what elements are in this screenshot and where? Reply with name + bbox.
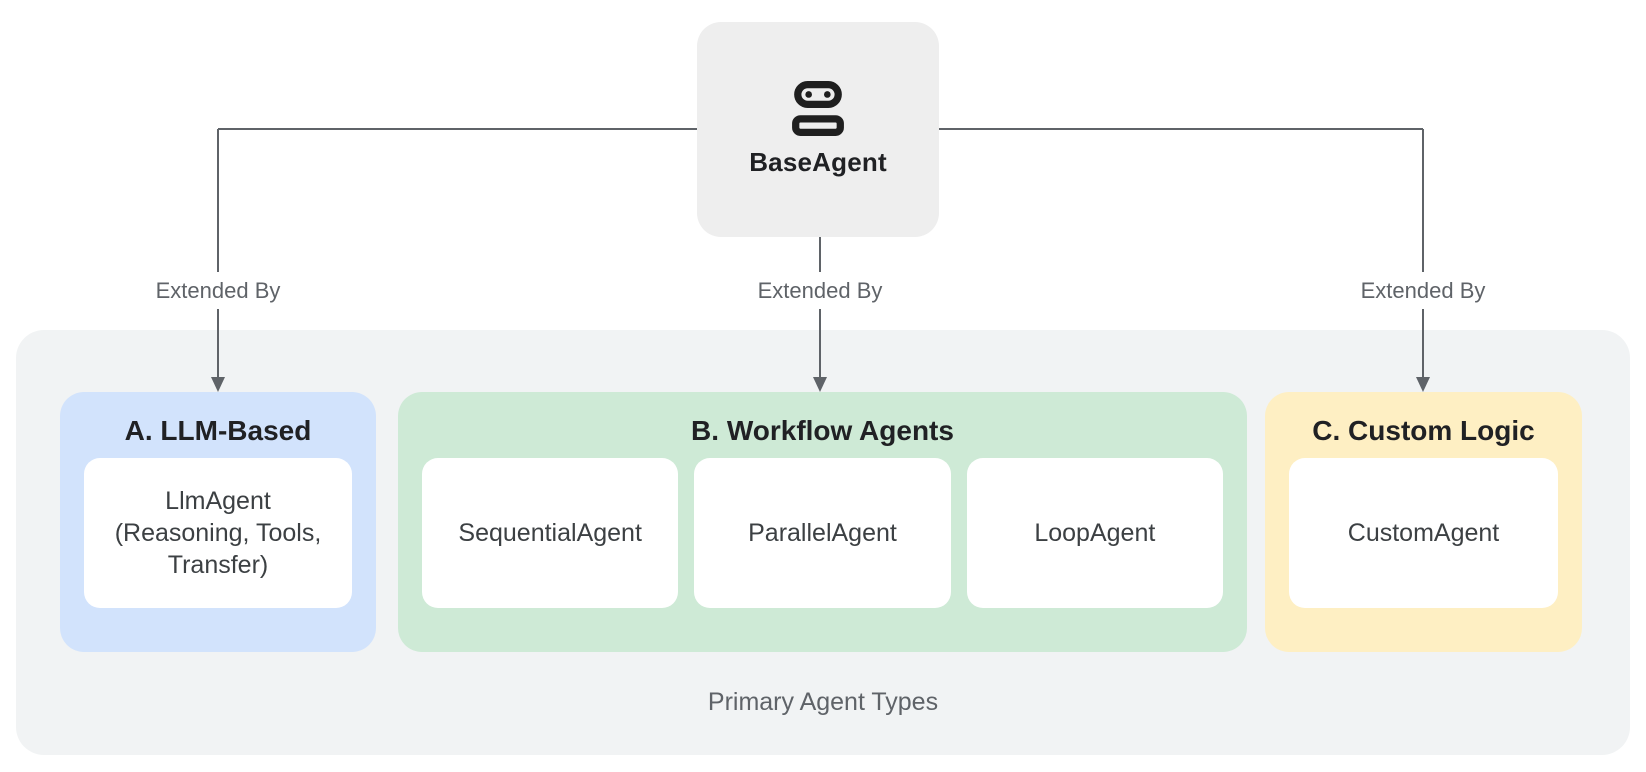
- base-agent-label: BaseAgent: [749, 147, 887, 177]
- group-llm-based-cards: LlmAgent (Reasoning, Tools, Transfer): [84, 458, 352, 608]
- primary-agent-types-container: A. LLM-Based LlmAgent (Reasoning, Tools,…: [16, 330, 1630, 755]
- card-custom-agent: CustomAgent: [1289, 458, 1558, 608]
- group-llm-based: A. LLM-Based LlmAgent (Reasoning, Tools,…: [60, 392, 376, 652]
- group-llm-based-title: A. LLM-Based: [124, 415, 312, 446]
- edge-label-extended-by-right: Extended By: [1360, 278, 1486, 303]
- robot-icon: [792, 81, 844, 136]
- group-workflow-agents: B. Workflow Agents SequentialAgent Paral…: [398, 392, 1247, 652]
- group-custom-logic: C. Custom Logic CustomAgent: [1265, 392, 1582, 652]
- group-custom-logic-title: C. Custom Logic: [1312, 415, 1535, 446]
- card-sequential-agent: SequentialAgent: [422, 458, 679, 608]
- edge-label-extended-by-left: Extended By: [155, 278, 281, 303]
- card-loop-agent: LoopAgent: [966, 458, 1223, 608]
- container-caption: Primary Agent Types: [707, 688, 939, 716]
- group-workflow-agents-title: B. Workflow Agents: [691, 415, 954, 446]
- group-custom-logic-cards: CustomAgent: [1289, 458, 1558, 608]
- edge-label-extended-by-middle: Extended By: [757, 278, 883, 303]
- base-agent-node: BaseAgent: [697, 22, 939, 237]
- group-workflow-agents-cards: SequentialAgent ParallelAgent LoopAgent: [422, 458, 1223, 608]
- card-llm-agent: LlmAgent (Reasoning, Tools, Transfer): [84, 458, 352, 608]
- card-parallel-agent: ParallelAgent: [694, 458, 951, 608]
